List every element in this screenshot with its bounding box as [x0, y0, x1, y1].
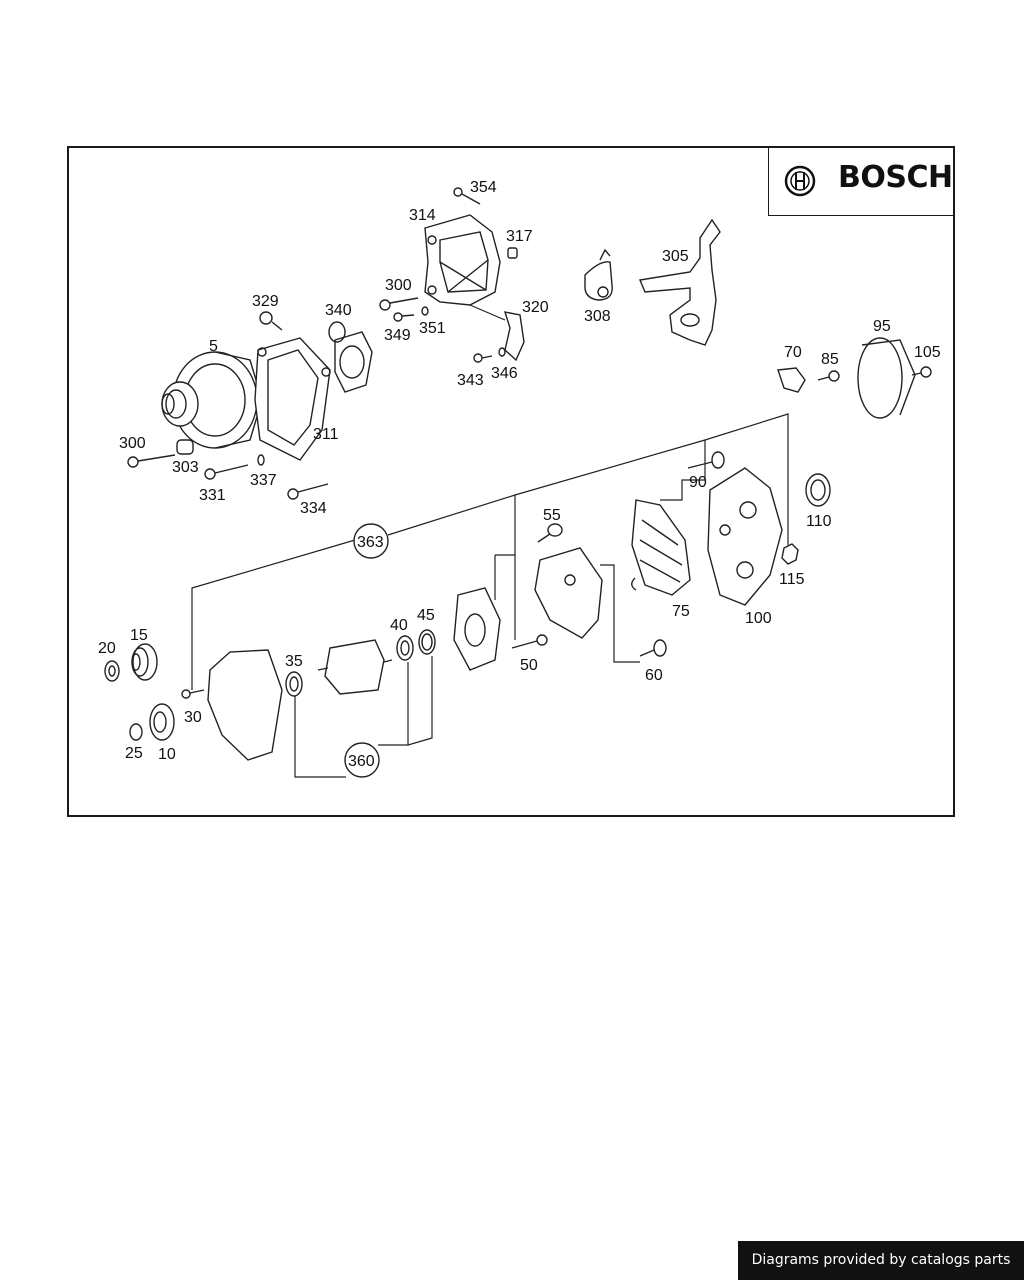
nut-20 — [104, 660, 120, 682]
callout-110: 110 — [806, 513, 832, 530]
callout-70: 70 — [784, 344, 802, 361]
bolt-343 — [473, 353, 493, 363]
bolt-50 — [511, 634, 548, 649]
bolt-354 — [453, 187, 481, 205]
group-360-leader — [294, 564, 640, 778]
bearing-40 — [396, 635, 414, 661]
washer-337 — [257, 454, 265, 466]
bolt-300-lower — [127, 454, 176, 468]
callout-15: 15 — [130, 627, 148, 644]
pulley-10 — [149, 703, 175, 741]
nut-110 — [805, 473, 831, 507]
diagram-frame — [67, 146, 955, 817]
callout-85: 85 — [821, 351, 839, 368]
bracket-305 — [639, 218, 721, 346]
callout-314: 314 — [409, 207, 436, 224]
callout-354: 354 — [470, 179, 497, 196]
bolt-334 — [287, 483, 329, 500]
washer-351 — [421, 306, 429, 316]
sensor-308 — [584, 248, 613, 301]
end-cover-100 — [707, 467, 783, 606]
callout-115: 115 — [779, 571, 805, 588]
callout-360: 360 — [348, 753, 375, 770]
cap-95 — [857, 337, 916, 419]
alternator-5 — [161, 351, 263, 449]
bolt-30 — [181, 689, 205, 699]
strap-320 — [503, 311, 525, 362]
callout-55: 55 — [543, 507, 561, 524]
callout-95: 95 — [873, 318, 891, 335]
rectifier-plate — [534, 547, 603, 639]
callout-311: 311 — [313, 426, 339, 443]
bolt-90 — [687, 451, 725, 469]
stud-55 — [537, 523, 563, 543]
callout-346: 346 — [491, 365, 518, 382]
brand-box — [768, 146, 955, 216]
screw-329 — [259, 311, 283, 331]
callout-317: 317 — [506, 228, 533, 245]
ring-45 — [418, 629, 436, 655]
mounting-bracket-314 — [424, 214, 506, 321]
group-360-circle — [344, 742, 380, 778]
callout-331: 331 — [199, 487, 226, 504]
callout-303: 303 — [172, 459, 199, 476]
callout-20: 20 — [98, 640, 116, 657]
callout-45: 45 — [417, 607, 435, 624]
group-363-circle — [353, 523, 389, 559]
callout-60: 60 — [645, 667, 663, 684]
pulley-15 — [131, 643, 158, 681]
drive-end-shield — [207, 649, 283, 761]
bolt-300-upper — [379, 297, 419, 311]
callout-363: 363 — [357, 534, 384, 551]
callout-300-lower: 300 — [119, 435, 146, 452]
nut-25 — [129, 723, 143, 741]
brand-name: BOSCH — [838, 160, 953, 195]
stator — [453, 587, 501, 671]
nut-115 — [781, 543, 799, 565]
callout-343: 343 — [457, 372, 484, 389]
bolt-60 — [639, 639, 667, 657]
callout-50: 50 — [520, 657, 538, 674]
terminal-70 — [777, 367, 806, 393]
callout-334: 334 — [300, 500, 327, 517]
bolt-331 — [204, 464, 249, 480]
callout-351: 351 — [419, 320, 446, 337]
callout-308: 308 — [584, 308, 611, 325]
callout-10: 10 — [158, 746, 176, 763]
cover-340 — [328, 321, 373, 393]
bolt-85 — [817, 370, 840, 382]
washer-346 — [498, 347, 506, 357]
footer-banner: Diagrams provided by catalogs parts — [738, 1241, 1024, 1280]
callout-labels: 354 314 317 305 300 329 340 320 308 349 … — [98, 179, 941, 770]
callout-349: 349 — [384, 327, 411, 344]
callout-337: 337 — [250, 472, 277, 489]
callout-30: 30 — [184, 709, 202, 726]
sleeve-303 — [176, 439, 194, 455]
callout-100: 100 — [745, 610, 772, 627]
bolt-105 — [911, 366, 932, 378]
callout-105: 105 — [914, 344, 941, 361]
housing-311 — [254, 337, 331, 461]
callout-90: 90 — [689, 474, 707, 491]
group-363-leader — [191, 413, 789, 690]
callout-5: 5 — [209, 338, 218, 355]
regulator-75 — [631, 499, 691, 596]
bosch-armature-icon — [784, 165, 816, 197]
callout-305: 305 — [662, 248, 689, 265]
callout-35: 35 — [285, 653, 303, 670]
callout-329: 329 — [252, 293, 279, 310]
sleeve-317 — [507, 247, 518, 259]
callout-320: 320 — [522, 299, 549, 316]
callout-25: 25 — [125, 745, 143, 762]
callout-40: 40 — [390, 617, 408, 634]
callout-300-upper: 300 — [385, 277, 412, 294]
bearing-35 — [285, 671, 303, 697]
callout-75: 75 — [672, 603, 690, 620]
bolt-349 — [393, 312, 415, 322]
rotor — [317, 639, 393, 695]
callout-340: 340 — [325, 302, 352, 319]
